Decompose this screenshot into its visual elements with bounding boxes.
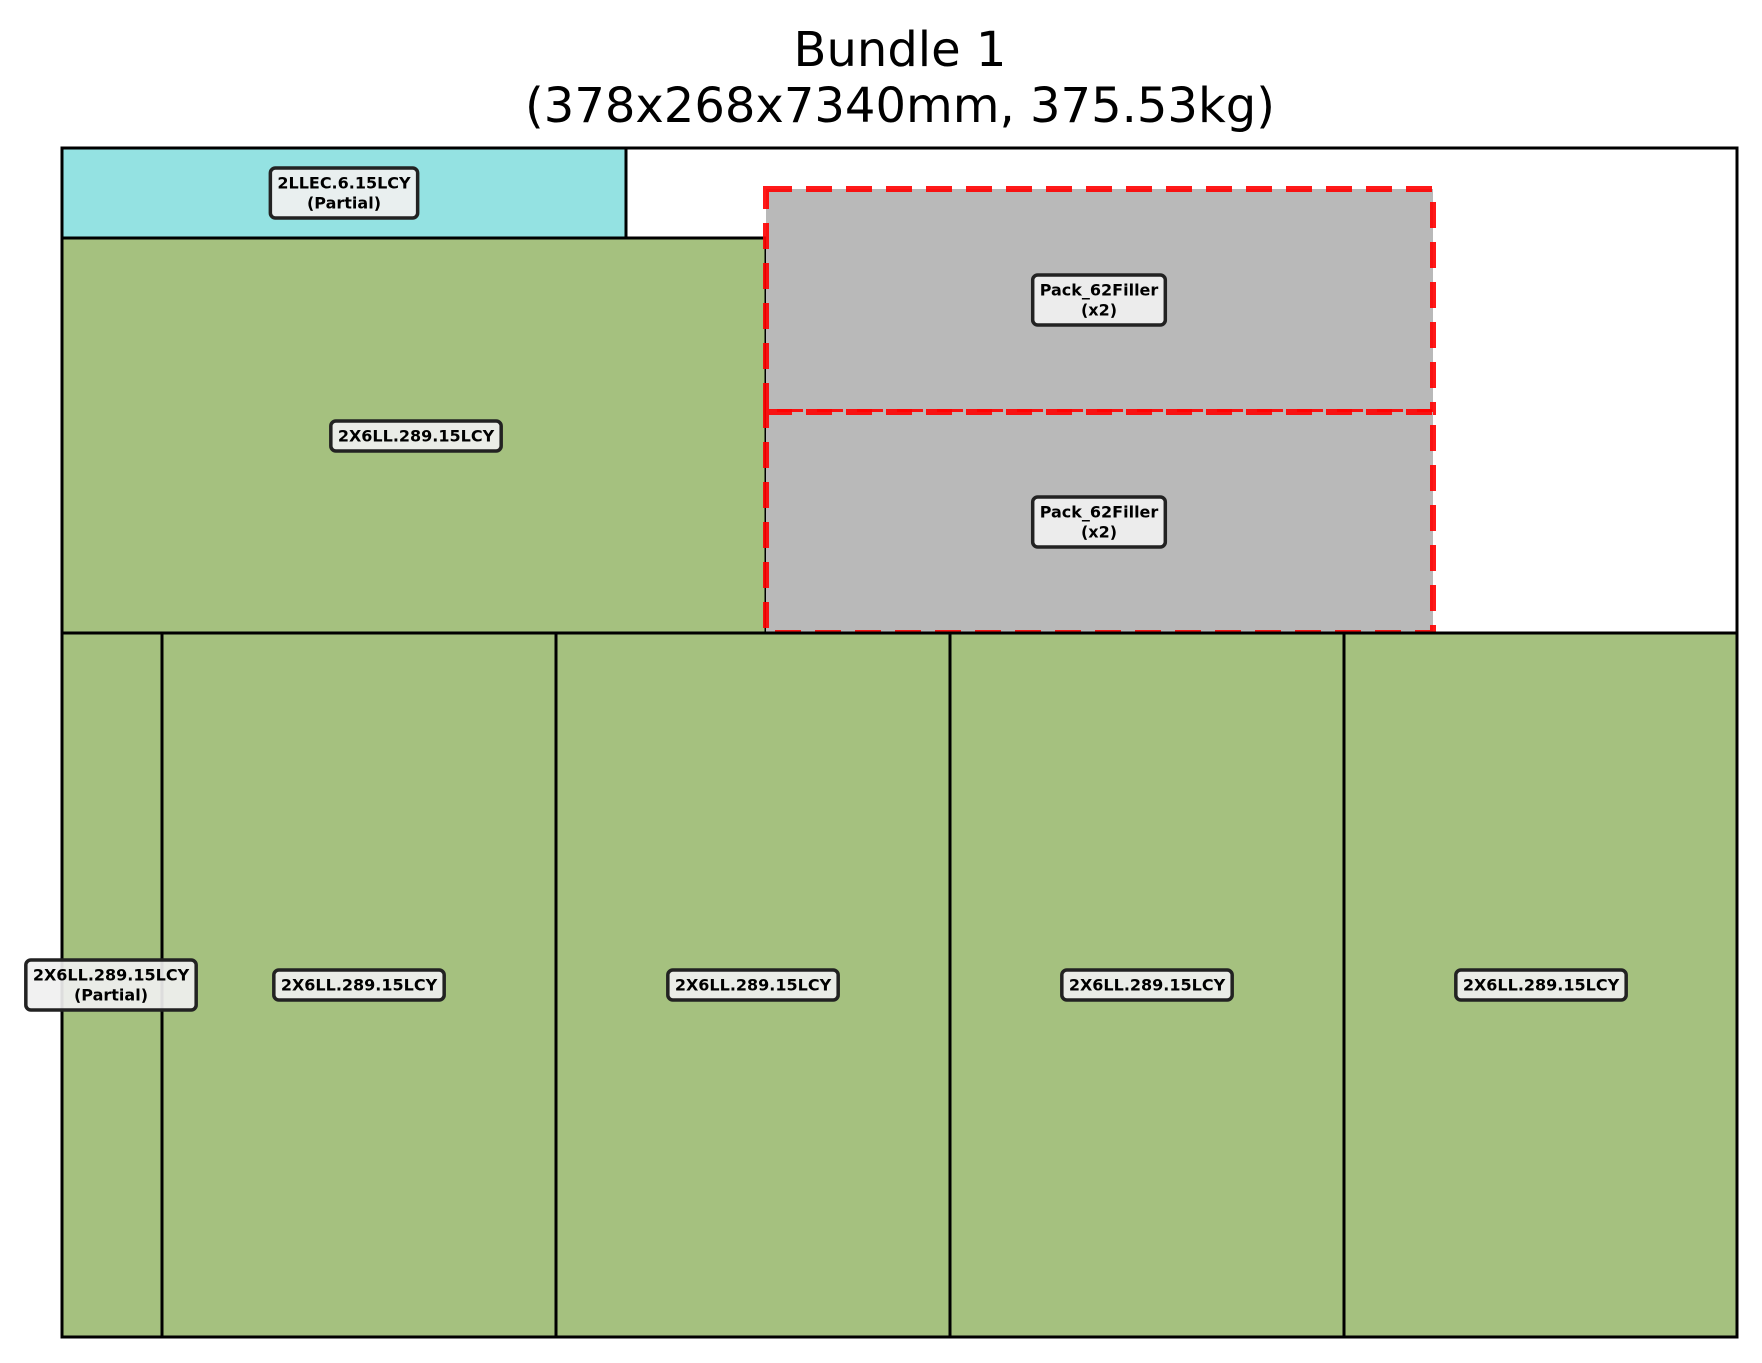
diagram-title: Bundle 1 (378x268x7340mm, 375.53kg) <box>0 22 1762 134</box>
block-label-name: 2X6LL.289.15LCY <box>1463 976 1620 995</box>
block-label-filler-top: Pack_62Filler(x2) <box>1030 273 1168 327</box>
title-line-1: Bundle 1 <box>793 22 1007 78</box>
label-box <box>329 419 503 453</box>
label-box <box>268 166 420 220</box>
block-label-detail: (Partial) <box>74 986 148 1005</box>
blocks-layer <box>60 146 1739 1339</box>
block-label-filler-bottom: Pack_62Filler(x2) <box>1030 495 1168 549</box>
block-label-detail: (x2) <box>1081 301 1117 320</box>
block-label-name: 2X6LL.289.15LCY <box>1069 976 1226 995</box>
block-label-bottom-partial: 2X6LL.289.15LCY(Partial) <box>24 958 198 1012</box>
title-line-2: (378x268x7340mm, 375.53kg) <box>525 78 1275 134</box>
label-box <box>1030 495 1168 549</box>
block-label-bottom-2: 2X6LL.289.15LCY <box>666 968 840 1002</box>
block-label-upper-left: 2X6LL.289.15LCY <box>329 419 503 453</box>
block-label-bottom-4: 2X6LL.289.15LCY <box>1454 968 1628 1002</box>
block-label-name: Pack_62Filler <box>1040 503 1159 522</box>
label-box <box>272 968 446 1002</box>
block-label-bottom-1: 2X6LL.289.15LCY <box>272 968 446 1002</box>
block-label-detail: (x2) <box>1081 523 1117 542</box>
block-label-name: 2X6LL.289.15LCY <box>281 976 438 995</box>
label-box <box>24 958 198 1012</box>
block-label-bottom-3: 2X6LL.289.15LCY <box>1060 968 1234 1002</box>
label-box <box>1030 273 1168 327</box>
labels-layer: 2LLEC.6.15LCY(Partial)2X6LL.289.15LCYPac… <box>24 166 1628 1012</box>
block-label-name: 2X6LL.289.15LCY <box>338 427 495 446</box>
label-box <box>1454 968 1628 1002</box>
block-label-detail: (Partial) <box>307 194 381 213</box>
block-label-name: 2X6LL.289.15LCY <box>33 966 190 985</box>
block-label-name: 2LLEC.6.15LCY <box>277 174 411 193</box>
label-box <box>666 968 840 1002</box>
block-label-top-left-partial: 2LLEC.6.15LCY(Partial) <box>268 166 420 220</box>
block-label-name: Pack_62Filler <box>1040 281 1159 300</box>
block-label-name: 2X6LL.289.15LCY <box>675 976 832 995</box>
label-box <box>1060 968 1234 1002</box>
